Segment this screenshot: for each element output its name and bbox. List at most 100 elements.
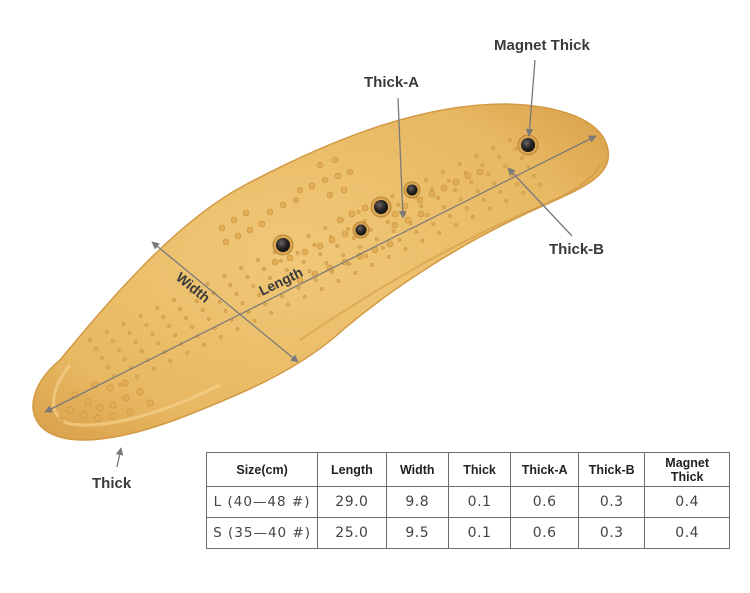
massage-dot: [532, 174, 536, 178]
table-row: L (40—48 #) 29.0 9.8 0.1 0.6 0.3 0.4: [205, 486, 730, 518]
massage-dot: [414, 230, 419, 234]
massage-dot: [487, 207, 492, 211]
massage-dot: [269, 311, 274, 315]
col-header-length: Length: [317, 452, 387, 487]
massage-dot: [222, 238, 230, 246]
massage-dot: [286, 254, 294, 262]
massage-dot: [256, 258, 260, 262]
massage-dot: [361, 204, 369, 212]
massage-dot: [242, 209, 250, 217]
massage-dot: [202, 343, 206, 347]
massage-dot: [308, 182, 316, 190]
insole-shape: [32, 103, 610, 441]
massage-dot: [386, 240, 394, 248]
col-header-width: Width: [385, 452, 449, 487]
thick-a-cell: 0.6: [510, 517, 580, 549]
massage-dot: [118, 383, 122, 387]
massage-dot: [184, 316, 188, 320]
massage-dot: [457, 162, 462, 166]
massage-dot: [341, 253, 346, 257]
massage-dot: [296, 286, 301, 290]
massage-dot: [139, 349, 144, 353]
massage-dot: [121, 379, 129, 387]
massage-dot: [374, 237, 379, 241]
massage-dot: [420, 239, 425, 243]
massage-dot: [178, 307, 182, 311]
size-spec-table: Size(cm) Length Width Thick Thick-A Thic…: [205, 452, 730, 549]
massage-dot: [326, 191, 334, 199]
magnet-thick-cell: 0.4: [644, 517, 730, 549]
massage-dot: [425, 213, 430, 217]
massage-dot: [403, 247, 408, 251]
massage-dot: [280, 294, 284, 298]
massage-dot: [391, 229, 396, 233]
massage-dot: [185, 351, 190, 355]
thick-b-callout: Thick-B: [549, 241, 605, 258]
massage-dot: [416, 196, 424, 204]
massage-dot: [122, 357, 127, 361]
massage-dot: [151, 367, 156, 371]
massage-dot: [251, 284, 256, 288]
massage-dot: [286, 303, 290, 307]
width-cell: 9.8: [385, 486, 449, 518]
massage-dot: [404, 216, 412, 224]
massage-dot: [503, 164, 508, 168]
massage-dot: [356, 210, 361, 214]
massage-dot: [508, 138, 512, 142]
massage-dot: [370, 263, 374, 267]
massage-dot: [278, 259, 283, 263]
massage-dot: [258, 220, 266, 228]
massage-dot: [316, 242, 324, 250]
massage-dot: [307, 269, 312, 273]
massage-dot: [440, 184, 448, 192]
massage-dot: [476, 168, 484, 176]
massage-dot: [514, 147, 518, 151]
massage-dot: [133, 340, 138, 344]
massage-dot: [538, 183, 542, 187]
massage-dot: [436, 196, 440, 200]
massage-dot: [190, 325, 194, 329]
massage-dot: [301, 248, 309, 256]
massage-dot: [497, 155, 502, 159]
massage-dot: [358, 245, 362, 249]
table-header-row: Size(cm) Length Width Thick Thick-A Thic…: [205, 452, 730, 487]
massage-dot: [306, 234, 311, 238]
massage-dot: [341, 230, 349, 238]
massage-dot: [328, 236, 336, 244]
massage-dot: [323, 226, 328, 230]
massage-dot: [156, 341, 161, 345]
col-header-thick: Thick: [447, 452, 512, 487]
thick-callout: Thick: [92, 475, 132, 492]
width-cell: 9.5: [385, 517, 449, 549]
thick-a-callout: Thick-A: [364, 74, 420, 91]
massage-dot: [440, 170, 445, 174]
massage-dot: [464, 206, 469, 210]
massage-dot: [301, 260, 306, 264]
massage-dot: [222, 274, 227, 278]
size-cell: L (40—48 #): [205, 486, 319, 518]
massage-dot: [491, 146, 496, 150]
thick-cell: 0.1: [447, 517, 512, 549]
massage-dot: [234, 232, 242, 240]
massage-dot: [446, 179, 451, 183]
massage-dot: [368, 228, 373, 232]
massage-dot: [386, 255, 391, 259]
massage-dot: [108, 412, 116, 420]
massage-dot: [336, 279, 341, 283]
massage-dot: [336, 216, 344, 224]
massage-dot: [109, 401, 117, 409]
massage-dot: [437, 231, 442, 235]
massage-dot: [319, 287, 324, 291]
massage-dot: [417, 210, 425, 218]
massage-dot: [348, 210, 356, 218]
massage-dot: [391, 210, 399, 218]
massage-dot: [173, 333, 178, 337]
massage-dot: [246, 226, 254, 234]
massage-dot: [390, 194, 395, 198]
massage-dot: [481, 198, 486, 202]
massage-dot: [239, 266, 244, 270]
massage-dot: [200, 308, 205, 312]
massage-dot: [364, 254, 368, 258]
massage-dot: [218, 224, 226, 232]
massage-dot: [521, 191, 526, 195]
